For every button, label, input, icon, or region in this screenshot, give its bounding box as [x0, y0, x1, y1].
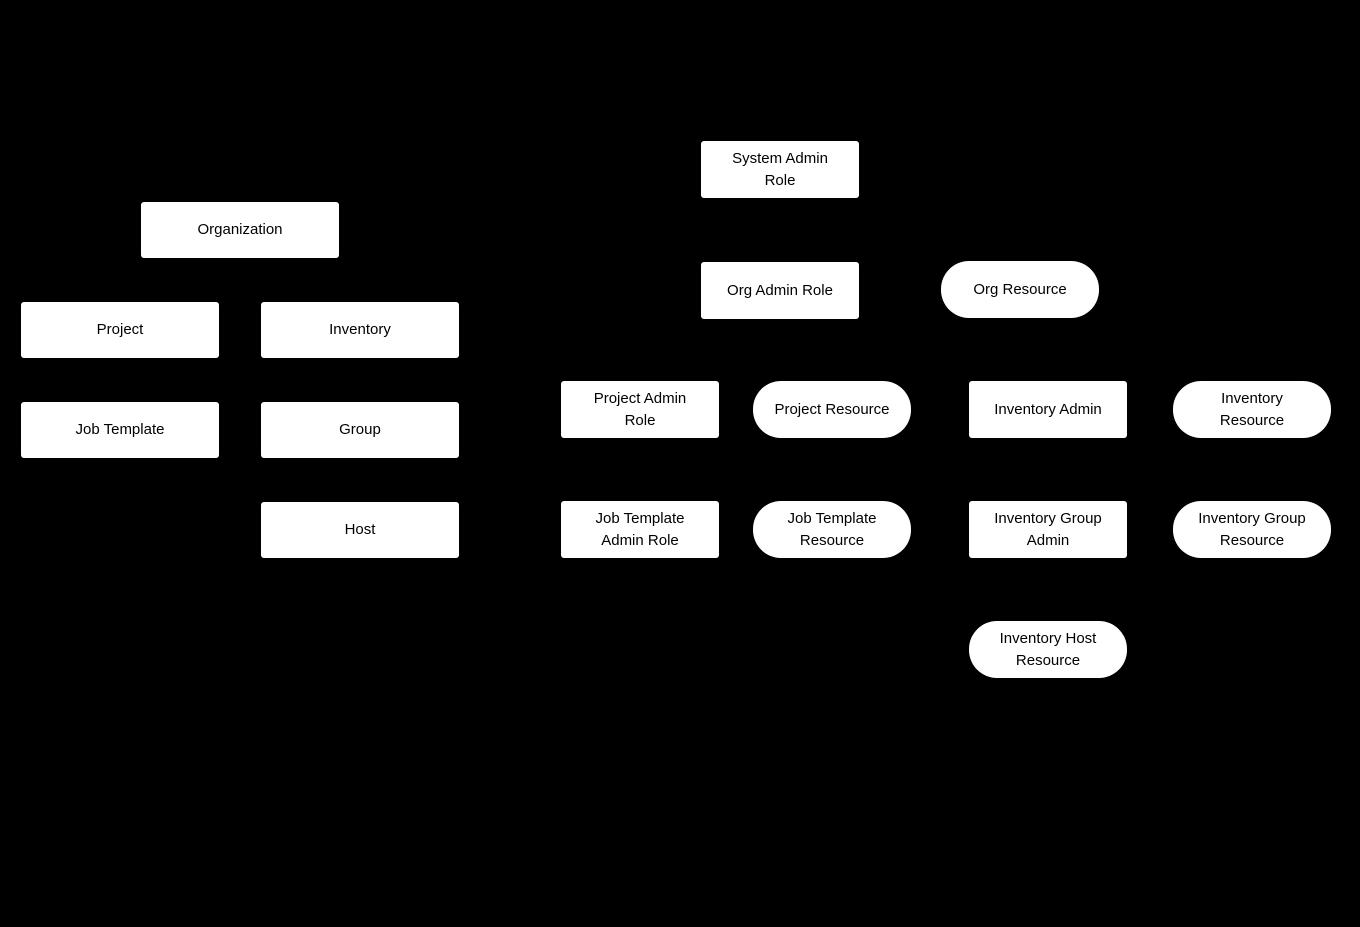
node-group: Group	[261, 402, 459, 458]
node-job-template-admin-role: Job Template Admin Role	[561, 501, 719, 558]
node-system-admin-role: System Admin Role	[701, 141, 859, 198]
node-inventory-resource: Inventory Resource	[1173, 381, 1331, 438]
node-inventory-group-admin: Inventory Group Admin	[969, 501, 1127, 558]
node-host: Host	[261, 502, 459, 558]
node-job-template-resource: Job Template Resource	[753, 501, 911, 558]
node-project-admin-role: Project Admin Role	[561, 381, 719, 438]
node-inventory-group-resource: Inventory Group Resource	[1173, 501, 1331, 558]
node-project-resource: Project Resource	[753, 381, 911, 438]
node-org-admin-role: Org Admin Role	[701, 262, 859, 319]
node-inventory: Inventory	[261, 302, 459, 358]
node-job-template: Job Template	[21, 402, 219, 458]
node-organization: Organization	[141, 202, 339, 258]
node-project: Project	[21, 302, 219, 358]
node-inventory-host-resource: Inventory Host Resource	[969, 621, 1127, 678]
node-org-resource: Org Resource	[941, 261, 1099, 318]
node-inventory-admin: Inventory Admin	[969, 381, 1127, 438]
